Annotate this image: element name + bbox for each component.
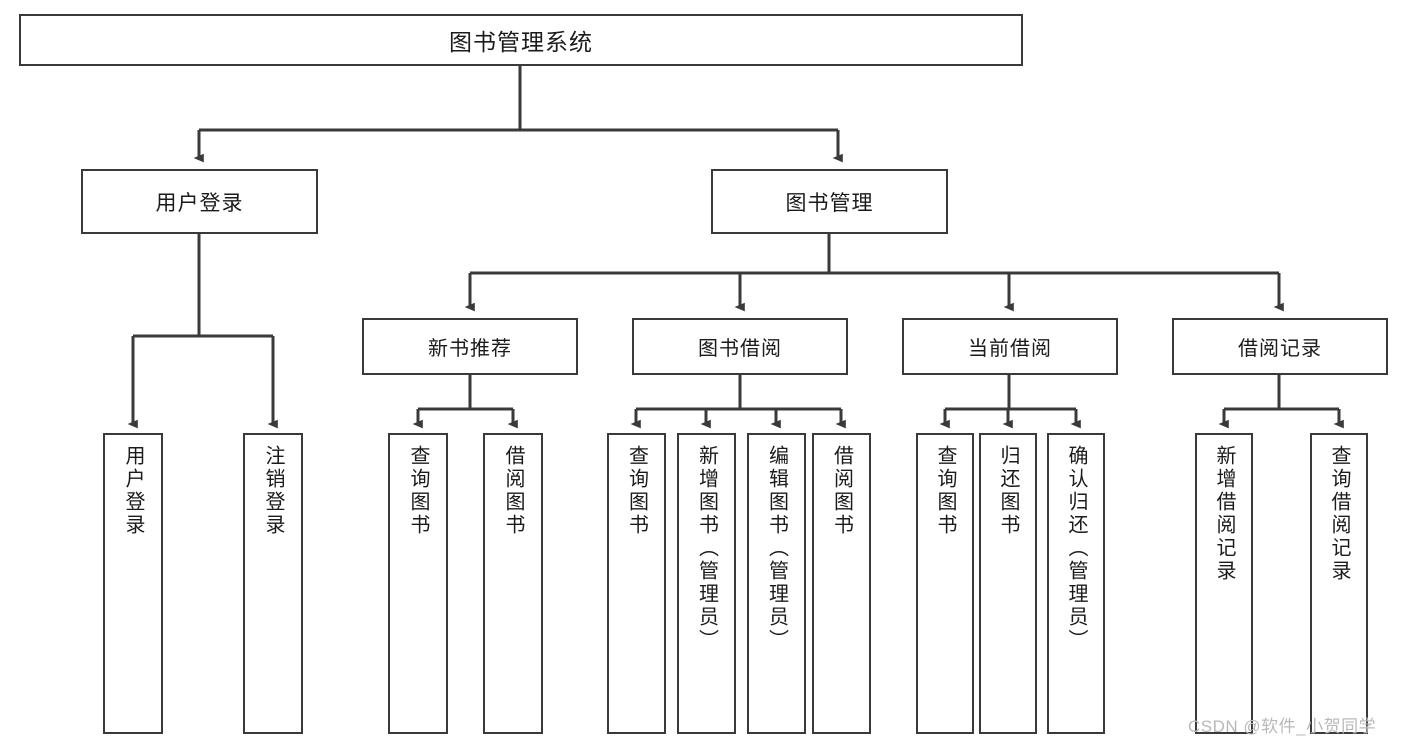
leaf-query-book-newbook[interactable]: 查询图书: [388, 433, 448, 734]
node-label: 图书管理: [785, 191, 874, 215]
leaf-borrow-book[interactable]: 借阅图书: [812, 433, 871, 734]
node-label: 借阅记录: [1238, 338, 1322, 360]
node-label: 图书借阅: [698, 338, 782, 360]
leaf-user-login[interactable]: 用户登录: [103, 433, 163, 734]
node-current-borrow[interactable]: 当前借阅: [902, 318, 1118, 375]
leaf-edit-book-admin[interactable]: 编辑图书（管理员）: [747, 433, 806, 734]
node-label: 确认归还（管理员）: [1065, 445, 1087, 652]
node-label: 编辑图书（管理员）: [765, 445, 788, 652]
node-label: 新增借阅记录: [1213, 445, 1235, 583]
leaf-return-book[interactable]: 归还图书: [979, 433, 1037, 734]
leaf-borrow-book-newbook[interactable]: 借阅图书: [483, 433, 543, 734]
leaf-query-book-current[interactable]: 查询图书: [916, 433, 974, 734]
leaf-add-book-admin[interactable]: 新增图书（管理员）: [677, 433, 736, 734]
node-label: 查询图书: [934, 445, 956, 537]
node-label: 新书推荐: [428, 338, 512, 360]
node-new-book-recommend[interactable]: 新书推荐: [362, 318, 578, 375]
csdn-watermark: CSDN @软件_小贺同学: [1188, 717, 1377, 736]
node-label: 新增图书（管理员）: [695, 445, 718, 652]
node-label: 用户登录: [155, 191, 244, 215]
node-root-system[interactable]: 图书管理系统: [19, 14, 1023, 66]
node-label: 查询图书: [407, 445, 429, 537]
node-label: 查询借阅记录: [1328, 445, 1350, 583]
leaf-logout[interactable]: 注销登录: [243, 433, 303, 734]
node-label: 归还图书: [997, 445, 1019, 537]
leaf-query-book-borrow[interactable]: 查询图书: [607, 433, 666, 734]
node-borrow-record[interactable]: 借阅记录: [1172, 318, 1388, 375]
leaf-query-borrow-record[interactable]: 查询借阅记录: [1310, 433, 1368, 734]
node-label: 借阅图书: [830, 445, 853, 537]
node-book-borrow[interactable]: 图书借阅: [632, 318, 848, 375]
leaf-add-borrow-record[interactable]: 新增借阅记录: [1195, 433, 1253, 734]
node-book-management[interactable]: 图书管理: [711, 169, 948, 234]
node-label: 注销登录: [262, 445, 284, 537]
node-label: 用户登录: [122, 445, 144, 537]
node-label: 查询图书: [625, 445, 648, 537]
node-label: 借阅图书: [502, 445, 524, 537]
node-label: 图书管理系统: [449, 29, 593, 55]
leaf-confirm-return-admin[interactable]: 确认归还（管理员）: [1047, 433, 1105, 734]
node-user-login[interactable]: 用户登录: [81, 169, 318, 234]
node-label: 当前借阅: [968, 338, 1052, 360]
